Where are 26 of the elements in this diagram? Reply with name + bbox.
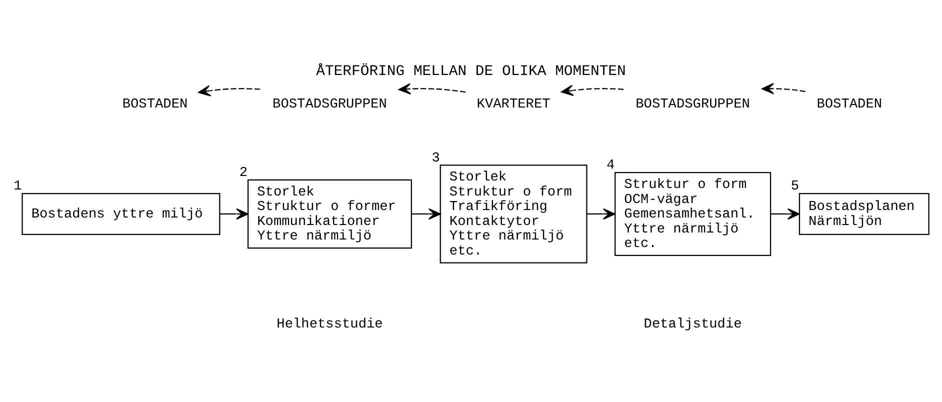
node-box: Bostadsplanen Närmiljön	[798, 192, 930, 234]
node-box: Bostadens yttre miljö	[22, 192, 220, 234]
arrow	[198, 84, 260, 96]
arrow	[587, 208, 616, 220]
node-label: 5	[790, 179, 800, 194]
label: Helhetsstudie	[276, 317, 383, 332]
diagram-title: ÅTERFÖRING MELLAN DE OLIKA MOMENTEN	[316, 63, 626, 80]
node-text: BOSTADEN	[816, 96, 882, 112]
node-text: BOSTADSGRUPPEN	[272, 96, 387, 112]
arrow	[412, 208, 441, 220]
arrow	[398, 82, 466, 94]
node-box: Struktur o form OCM-vägar Gemensamhetsanl. Yttre närmiljö etc.	[614, 172, 772, 256]
arrow	[560, 84, 624, 96]
node-label: 3	[432, 150, 440, 166]
arrow	[762, 82, 806, 94]
node-text: BOSTADSGRUPPEN	[636, 96, 750, 112]
node-box: Storlek Struktur o former Kommunikationer Yttre närmiljö	[247, 178, 412, 248]
node-text: KVARTERET	[476, 96, 550, 112]
arrow	[770, 208, 800, 220]
arrow	[220, 208, 248, 220]
node-label: 1	[14, 179, 22, 194]
node-text: BOSTADEN	[122, 96, 188, 112]
label: Detaljstudie	[644, 317, 742, 332]
node-label: 4	[606, 158, 615, 174]
node-box: Storlek Struktur o form Trafikföring Kontaktytor Yttre närmiljö etc.	[440, 164, 588, 263]
node-label: 2	[239, 166, 248, 181]
